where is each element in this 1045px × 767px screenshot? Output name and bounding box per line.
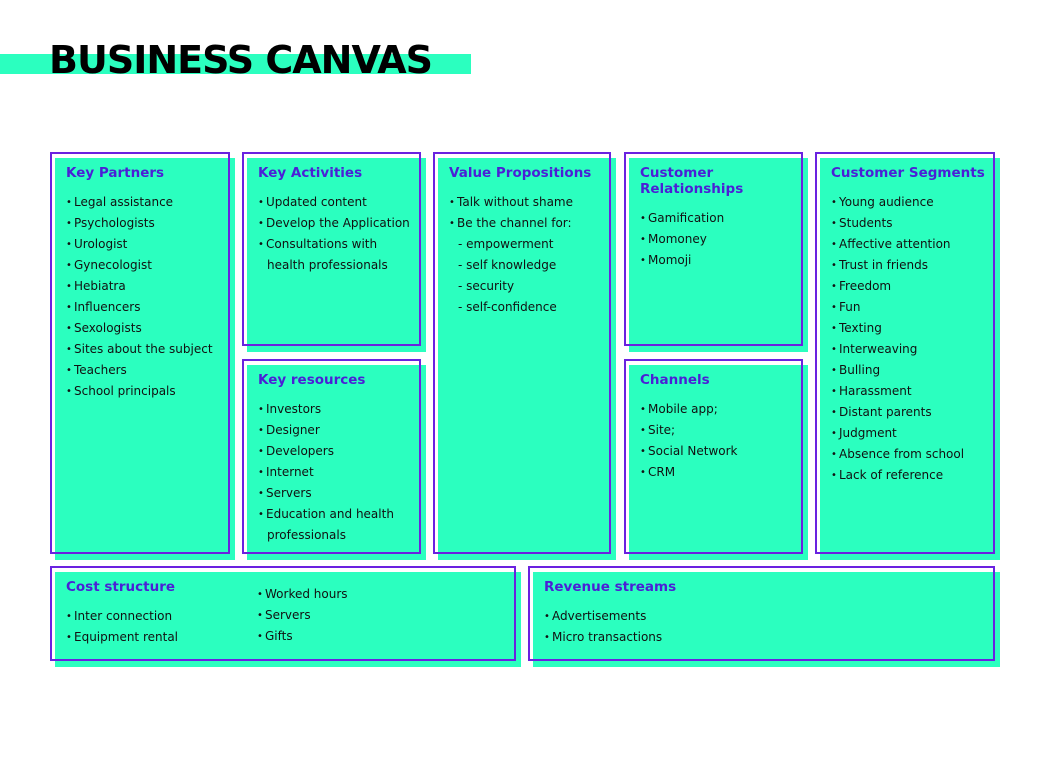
list-item: Advertisements (544, 606, 989, 627)
list-item: Legal assistance (66, 192, 224, 213)
block-frame (50, 152, 230, 554)
list-item: Gifts (257, 626, 448, 647)
list-item: Equipment rental (66, 627, 257, 648)
block-key-resources: Key resources Investors Designer Develop… (242, 359, 426, 560)
list-item: Updated content (258, 192, 415, 213)
block-frame (624, 359, 803, 554)
list-item: Worked hours (257, 584, 448, 605)
block-cost-structure: Cost structure Inter connection Equipmen… (50, 566, 521, 667)
list-item: Absence from school (831, 444, 989, 465)
list-item: Gamification (640, 208, 797, 229)
block-heading: Revenue streams (544, 579, 677, 595)
page-title: BUSINESS CANVAS (49, 38, 433, 82)
block-heading: Key Activities (258, 165, 363, 181)
item-list: Advertisements Micro transactions (544, 606, 989, 648)
list-item: Momoji (640, 250, 797, 271)
list-subitem: - self-confidence (458, 300, 557, 314)
list-item: Influencers (66, 297, 224, 318)
list-item: Servers (258, 483, 415, 504)
list-item: Designer (258, 420, 415, 441)
list-item: Internet (258, 462, 415, 483)
block-heading: Value Propositions (449, 165, 592, 181)
block-heading: Key resources (258, 372, 366, 388)
list-item: Education and health (258, 504, 415, 525)
item-list: Gamification Momoney Momoji (640, 208, 797, 271)
block-heading: Channels (640, 372, 710, 388)
item-list: Talk without shame Be the channel for: -… (449, 192, 605, 318)
block-frame (242, 152, 421, 346)
block-customer-relationships: Customer Relationships Gamification Momo… (624, 152, 808, 352)
block-frame (433, 152, 611, 554)
item-list-left: Inter connection Equipment rental (66, 606, 257, 648)
list-subitem: - self knowledge (458, 258, 557, 272)
list-item: Gynecologist (66, 255, 224, 276)
list-item: Investors (258, 399, 415, 420)
list-item-continuation: professionals (267, 528, 346, 542)
list-item: Students (831, 213, 989, 234)
block-key-partners: Key Partners Legal assistance Psychologi… (50, 152, 235, 560)
block-frame (624, 152, 803, 346)
list-item: Texting (831, 318, 989, 339)
list-item: Young audience (831, 192, 989, 213)
list-item: Consultations with (258, 234, 415, 255)
list-item: Psychologists (66, 213, 224, 234)
list-item: CRM (640, 462, 797, 483)
list-item: Trust in friends (831, 255, 989, 276)
list-subitem: - security (458, 279, 515, 293)
list-item-continuation: health professionals (267, 258, 388, 272)
item-list: Updated content Develop the Application … (258, 192, 415, 276)
block-key-activities: Key Activities Updated content Develop t… (242, 152, 426, 352)
list-item: Sexologists (66, 318, 224, 339)
list-item: Harassment (831, 381, 989, 402)
title-highlight-bar (0, 54, 471, 74)
list-item: Inter connection (66, 606, 257, 627)
list-item: Sites about the subject (66, 339, 224, 360)
list-item: Bulling (831, 360, 989, 381)
list-item: Micro transactions (544, 627, 989, 648)
list-item: Judgment (831, 423, 989, 444)
list-item: Be the channel for: (449, 213, 605, 234)
block-heading: Cost structure (66, 579, 176, 595)
block-frame (50, 566, 516, 661)
block-value-propositions: Value Propositions Talk without shame Be… (433, 152, 616, 560)
list-item: Mobile app; (640, 399, 797, 420)
list-item: Urologist (66, 234, 224, 255)
block-heading: Customer Relationships (640, 165, 744, 197)
list-item: Develop the Application (258, 213, 415, 234)
list-item: Social Network (640, 441, 797, 462)
block-channels: Channels Mobile app; Site; Social Networ… (624, 359, 808, 560)
list-item: Developers (258, 441, 415, 462)
list-item: Site; (640, 420, 797, 441)
list-item: Lack of reference (831, 465, 989, 486)
list-item: Servers (257, 605, 448, 626)
list-item: Teachers (66, 360, 224, 381)
block-frame (815, 152, 995, 554)
list-item: School principals (66, 381, 224, 402)
block-frame (242, 359, 421, 554)
item-list: Legal assistance Psychologists Urologist… (66, 192, 224, 402)
list-item: Interweaving (831, 339, 989, 360)
list-item: Fun (831, 297, 989, 318)
block-fill (247, 158, 426, 352)
list-item: Momoney (640, 229, 797, 250)
block-frame (528, 566, 995, 661)
list-item: Affective attention (831, 234, 989, 255)
block-customer-segments: Customer Segments Young audience Student… (815, 152, 1000, 560)
item-list-right: Worked hours Servers Gifts (257, 579, 448, 648)
list-item: Talk without shame (449, 192, 605, 213)
list-subitem: - empowerment (458, 237, 554, 251)
list-item: Hebiatra (66, 276, 224, 297)
block-heading: Customer Segments (831, 165, 985, 181)
item-list: Mobile app; Site; Social Network CRM (640, 399, 797, 483)
list-item: Distant parents (831, 402, 989, 423)
list-item: Freedom (831, 276, 989, 297)
block-heading: Key Partners (66, 165, 165, 181)
block-revenue-streams: Revenue streams Advertisements Micro tra… (528, 566, 1000, 667)
item-list: Investors Designer Developers Internet S… (258, 399, 415, 546)
item-list: Young audience Students Affective attent… (831, 192, 989, 486)
